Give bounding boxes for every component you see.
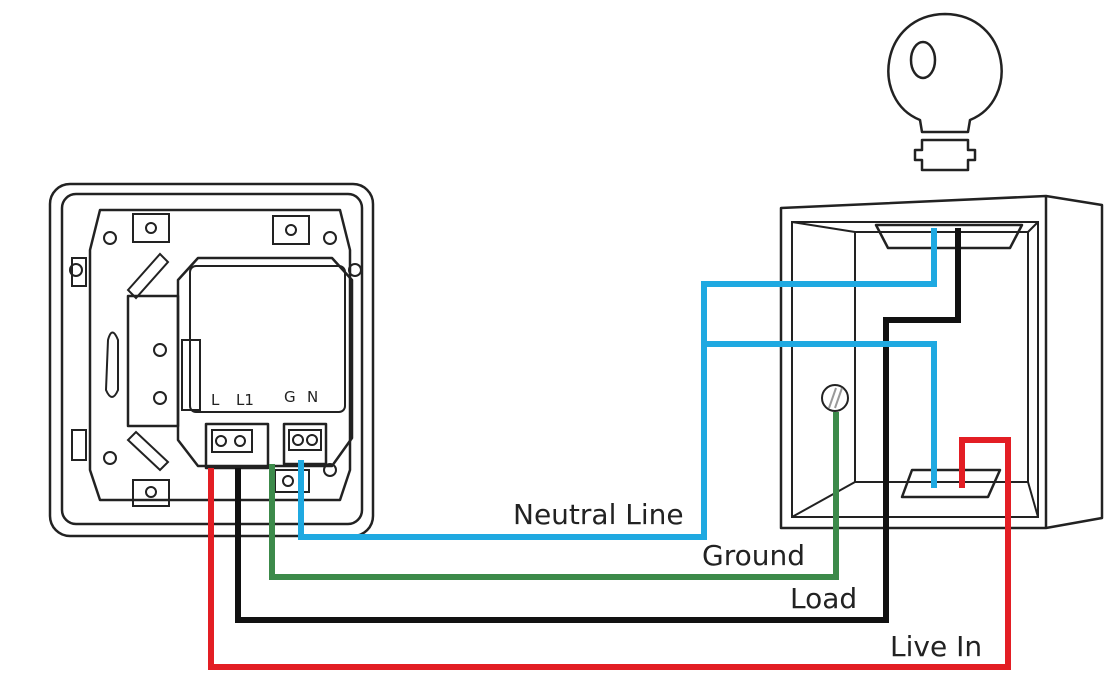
label-ground: Ground [702, 539, 805, 572]
terminal-label-ground: G [284, 388, 296, 406]
spring-clip [126, 252, 170, 300]
wire-neutral [298, 228, 937, 540]
module-cover [189, 265, 346, 413]
mount-clip [272, 215, 310, 245]
wire-load [235, 228, 961, 623]
mount-hole [348, 263, 362, 277]
wire-ground [269, 412, 839, 580]
relay-bracket [126, 294, 180, 428]
side-slot [104, 331, 119, 398]
mount-hole [103, 451, 117, 465]
bracket-screw [153, 343, 167, 357]
terminal-block-live-load [204, 422, 270, 470]
connector-block [900, 468, 1002, 499]
junction-box [779, 194, 1104, 530]
terminal-block-ground-neutral [282, 422, 328, 466]
mount-hole [323, 231, 337, 245]
mount-clip [132, 479, 170, 507]
box-inner-wall [791, 221, 1039, 518]
fixture-terminal-bar [874, 223, 1024, 250]
label-live-in: Live In [890, 630, 982, 663]
mount-hole [103, 231, 117, 245]
bracket-screw [153, 391, 167, 405]
label-load: Load [790, 582, 857, 615]
terminal-label-neutral: N [307, 388, 318, 406]
light-bulb-icon [887, 12, 1003, 172]
label-neutral-line: Neutral Line [513, 498, 684, 531]
terminal-label-load: L1 [236, 391, 254, 409]
switch-back-frame [88, 208, 352, 502]
wire-live [208, 437, 1011, 670]
spring-clip [126, 430, 170, 472]
mount-hole [69, 263, 83, 277]
terminal-label-live: L [211, 391, 220, 409]
mount-clip [132, 213, 170, 243]
wire-neutral-branch [704, 341, 937, 488]
side-tab [71, 257, 87, 287]
side-tab [71, 429, 87, 461]
mount-hole [323, 463, 337, 477]
box-outline [779, 194, 1104, 530]
ground-screw-icon [821, 384, 849, 412]
box-back-wall [854, 231, 1029, 483]
